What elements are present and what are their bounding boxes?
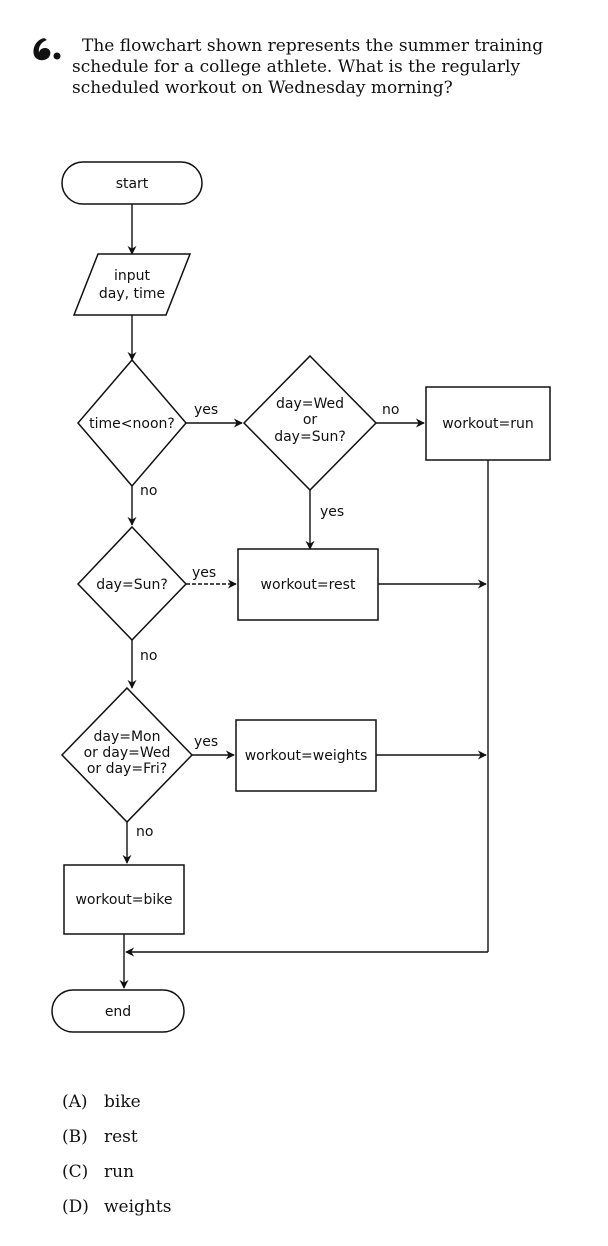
- decision-time: [77, 358, 187, 488]
- decision-sun: [76, 525, 188, 642]
- choice-letter: (C): [62, 1162, 89, 1182]
- label-yes-wedsun: yes: [320, 504, 344, 520]
- label-no-time: no: [140, 483, 157, 499]
- choice-a[interactable]: (A) bike: [62, 1092, 141, 1112]
- choice-text: run: [104, 1162, 135, 1182]
- choice-b[interactable]: (B) rest: [62, 1127, 138, 1147]
- choice-c[interactable]: (C) run: [62, 1162, 134, 1182]
- decision-wed-sun-line-1: day=Wed: [276, 396, 344, 412]
- choice-letter: (B): [62, 1127, 88, 1147]
- end-label: end: [105, 1004, 131, 1020]
- process-rest-label: workout=rest: [261, 577, 356, 593]
- decision-mwf-line-3: or day=Fri?: [87, 761, 167, 777]
- decision-time-label: time<noon?: [89, 416, 175, 432]
- question-number-mark: [33, 38, 61, 61]
- process-run-box: [425, 386, 551, 461]
- process-bike-label: workout=bike: [75, 892, 172, 908]
- process-weights-box: [235, 719, 377, 792]
- question-text: The flowchart shown represents the summe…: [30, 36, 580, 99]
- end-terminal: [51, 989, 185, 1033]
- decision-mwf-line-2: or day=Wed: [84, 745, 171, 761]
- process-bike-box: [63, 864, 185, 935]
- decision-mwf-line-1: day=Mon: [94, 729, 161, 745]
- label-no-wedsun: no: [382, 402, 399, 418]
- input-label-line-1: input: [114, 268, 151, 284]
- choice-letter: (D): [62, 1197, 89, 1217]
- start-terminal: [61, 161, 203, 205]
- input-label-line-2: day, time: [99, 286, 165, 302]
- start-label: start: [116, 176, 149, 192]
- process-weights-label: workout=weights: [245, 748, 368, 764]
- question-line-3: scheduled workout on Wednesday morning?: [72, 78, 453, 98]
- flowchart: start input day, time time<noon? day=Wed…: [51, 161, 551, 1033]
- label-no-sun: no: [140, 648, 157, 664]
- choice-text: bike: [104, 1092, 141, 1112]
- question-line-2: schedule for a college athlete. What is …: [72, 57, 521, 77]
- process-rest-box: [237, 548, 379, 621]
- input-parallelogram: [72, 253, 192, 316]
- choice-text: rest: [104, 1127, 138, 1147]
- decision-sun-label: day=Sun?: [96, 577, 168, 593]
- choice-d[interactable]: (D) weights: [62, 1197, 171, 1217]
- label-yes-mwf: yes: [194, 734, 218, 750]
- process-run-label: workout=run: [442, 416, 534, 432]
- label-no-mwf: no: [136, 824, 153, 840]
- decision-wed-sun: [242, 354, 378, 492]
- decision-wed-sun-line-3: day=Sun?: [274, 429, 346, 445]
- question-line-1: The flowchart shown represents the summe…: [82, 36, 544, 56]
- label-yes-time: yes: [194, 402, 218, 418]
- choice-letter: (A): [62, 1092, 88, 1112]
- decision-mon-wed-fri: [60, 686, 194, 824]
- choice-text: weights: [104, 1197, 172, 1217]
- decision-wed-sun-line-2: or: [303, 412, 318, 428]
- label-yes-sun: yes: [192, 565, 216, 581]
